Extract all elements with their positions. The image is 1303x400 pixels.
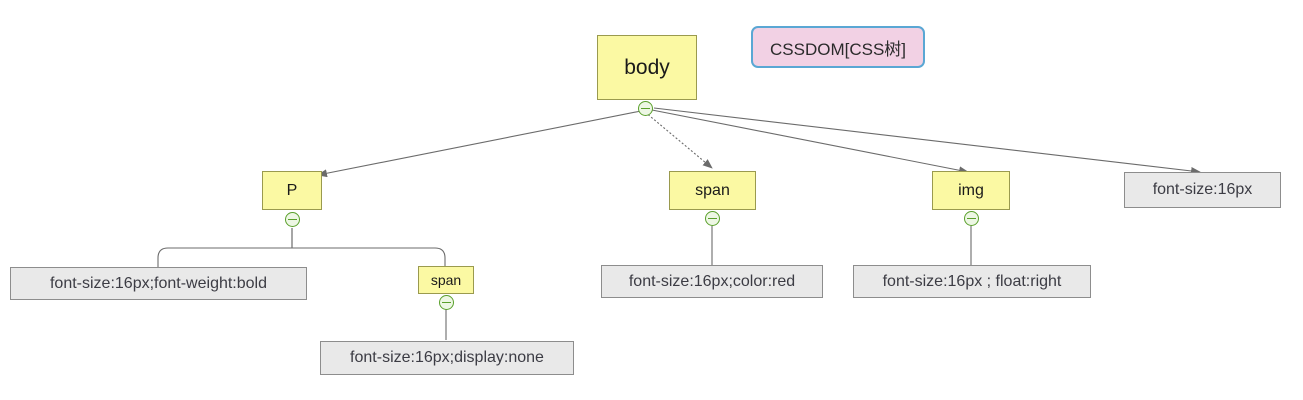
minus-circle-icon-span-middle[interactable] xyxy=(705,211,720,226)
node-span-nested-label: span xyxy=(430,272,462,288)
leaf-font-size-16px: font-size:16px xyxy=(1124,172,1281,208)
leaf-float-right-label: font-size:16px ; float:right xyxy=(882,272,1062,290)
node-span-middle-label: span xyxy=(695,181,730,199)
minus-circle-icon-span-nested[interactable] xyxy=(439,295,454,310)
node-span-nested[interactable]: span xyxy=(418,266,474,294)
edge-p-to-bold-leaf xyxy=(157,228,293,268)
node-span-middle[interactable]: span xyxy=(669,171,756,210)
node-body-label: body xyxy=(624,55,670,79)
leaf-font-weight-bold: font-size:16px;font-weight:bold xyxy=(10,267,307,300)
title-box-label: CSSDOM[CSS树] xyxy=(769,39,907,59)
minus-circle-icon-p[interactable] xyxy=(285,212,300,227)
leaf-color-red: font-size:16px;color:red xyxy=(601,265,823,298)
minus-circle-icon-img[interactable] xyxy=(964,211,979,226)
edge-body-to-p xyxy=(317,110,642,178)
edge-p-to-span xyxy=(291,228,446,266)
leaf-color-red-label: font-size:16px;color:red xyxy=(628,272,796,290)
title-box-cssdom: CSSDOM[CSS树] xyxy=(751,26,925,68)
leaf-display-none-label: font-size:16px;display:none xyxy=(350,349,544,366)
node-p-label: P xyxy=(286,181,298,199)
node-body[interactable]: body xyxy=(597,35,697,100)
leaf-float-right: font-size:16px ; float:right xyxy=(853,265,1091,298)
edge-body-to-img xyxy=(651,109,969,175)
edge-body-to-fontsize xyxy=(653,107,1201,175)
node-p[interactable]: P xyxy=(262,171,322,210)
minus-circle-icon-body[interactable] xyxy=(638,101,653,116)
leaf-font-weight-bold-label: font-size:16px;font-weight:bold xyxy=(49,274,267,292)
node-img-label: img xyxy=(958,181,984,199)
node-img[interactable]: img xyxy=(932,171,1010,210)
leaf-display-none: font-size:16px;display:none xyxy=(320,341,574,375)
leaf-font-size-16px-label: font-size:16px xyxy=(1152,181,1253,198)
edge-body-to-span xyxy=(644,111,713,169)
